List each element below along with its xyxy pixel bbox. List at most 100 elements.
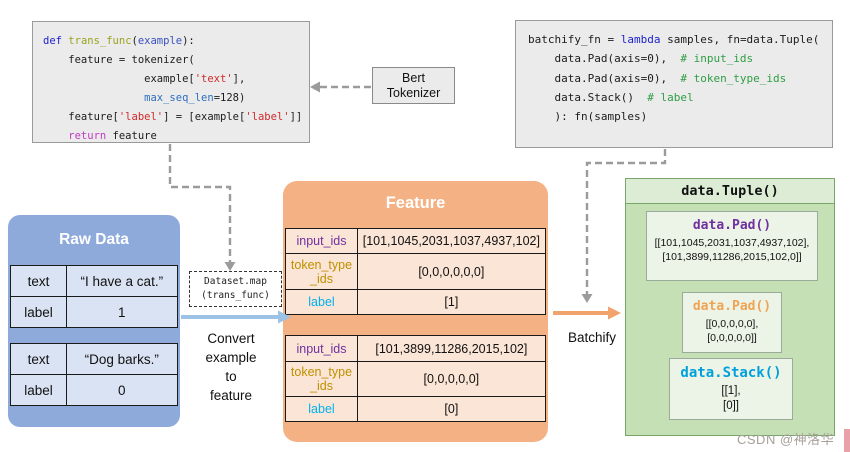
code-text: ): <box>182 35 195 47</box>
code-line: data.Pad(axis=0), # token_type_ids <box>528 69 832 88</box>
row-key-label: label <box>285 396 358 422</box>
convert-label-line: to <box>225 369 237 384</box>
value-line: [[1], <box>721 385 741 397</box>
raw-data-title: Raw Data <box>59 231 129 248</box>
table-row: label [1] <box>285 289 546 315</box>
code-line: return feature <box>43 127 309 146</box>
stack-label-title: data.Stack() <box>680 365 782 381</box>
batchify-code-block: batchify_fn = lambda samples, fn=data.Tu… <box>515 20 833 148</box>
table-row: token_type_ids [0,0,0,0,0,0] <box>285 253 546 290</box>
row-value: “I have a cat.” <box>65 265 178 297</box>
feature-table-example2: input_ids [101,3899,11286,2015,102] toke… <box>285 335 546 422</box>
code-text: =128) <box>213 92 246 104</box>
code-comment: # label <box>647 90 694 104</box>
watermark-accent-bar <box>844 429 850 452</box>
code-comment: # input_ids <box>680 52 754 66</box>
convert-label-line: example <box>205 350 257 365</box>
table-row: text “Dog barks.” <box>10 343 178 375</box>
pad-token-type-ids-box: data.Pad() [[0,0,0,0,0], [0,0,0,0,0]] <box>682 292 782 353</box>
row-value: [0] <box>356 396 546 422</box>
table-row: label 0 <box>10 374 178 406</box>
stack-label-values: [[1], [0]] <box>670 384 792 414</box>
table-row: text “I have a cat.” <box>10 265 178 297</box>
pad-input-ids-values: [[101,1045,2031,1037,4937,102], [101,389… <box>647 236 817 264</box>
row-key: label <box>10 374 67 406</box>
pad-input-ids-box: data.Pad() [[101,1045,2031,1037,4937,102… <box>646 211 818 281</box>
dataset-map-line1: Dataset.map <box>204 276 267 287</box>
row-value: [0,0,0,0,0] <box>356 361 546 397</box>
row-key-input-ids: input_ids <box>285 228 358 254</box>
key-line: token_type <box>290 365 353 379</box>
watermark: CSDN @神洛华 <box>737 432 835 447</box>
code-argument: example <box>137 35 183 47</box>
value-line: [0,0,0,0,0]] <box>707 332 757 344</box>
tuple-title: data.Tuple() <box>626 179 834 204</box>
code-text: ( <box>131 35 138 47</box>
code-text: data.Pad(axis=0), <box>528 71 681 85</box>
code-text: batchify_fn = <box>528 33 621 46</box>
row-value: [101,1045,2031,1037,4937,102] <box>356 228 546 254</box>
convert-label-line: feature <box>209 388 253 403</box>
raw-data-table-example2: text “Dog barks.” label 0 <box>10 343 178 406</box>
tuple-panel: data.Tuple() data.Pad() [[101,1045,2031,… <box>625 178 835 436</box>
feature-table-example1: input_ids [101,1045,2031,1037,4937,102] … <box>285 228 546 315</box>
row-value: [101,3899,11286,2015,102] <box>356 335 546 362</box>
batchify-label: Batchify <box>567 330 617 345</box>
code-string: 'label' <box>245 111 290 123</box>
code-text: ]] <box>289 111 303 123</box>
bert-tokenizer-box: Bert Tokenizer <box>372 67 455 104</box>
code-line: def trans_func(example): <box>43 32 309 51</box>
bert-to-code-arrow <box>310 81 371 93</box>
pad-token-type-ids-values: [[0,0,0,0,0], [0,0,0,0,0]] <box>683 317 781 345</box>
row-key: label <box>10 296 67 328</box>
code-text: samples, fn=data.Tuple( <box>660 33 820 46</box>
row-key-token-type-ids: token_type_ids <box>285 253 358 290</box>
dataset-map-box: Dataset.map (trans_func) <box>189 271 282 307</box>
code-line: data.Pad(axis=0), # input_ids <box>528 49 832 68</box>
row-value: [0,0,0,0,0,0] <box>356 253 546 290</box>
code-line: max_seq_len=128) <box>43 89 309 108</box>
code-line: ): fn(samples) <box>528 110 648 124</box>
code-text: data.Pad(axis=0), <box>528 52 681 66</box>
bert-tokenizer-label-line2: Tokenizer <box>386 86 441 100</box>
code-keyword: return <box>43 130 107 142</box>
code-parameter: max_seq_len <box>43 92 214 104</box>
code-string: 'text' <box>194 73 233 85</box>
table-row: label [0] <box>285 396 546 422</box>
table-row: label 1 <box>10 296 178 328</box>
row-value: “Dog barks.” <box>65 343 178 375</box>
table-row: input_ids [101,3899,11286,2015,102] <box>285 335 546 362</box>
code-line: feature = tokenizer( <box>43 54 195 66</box>
code-text: feature <box>106 130 157 142</box>
code-keyword: lambda <box>620 33 661 46</box>
value-line: [101,3899,11286,2015,102,0]] <box>662 251 802 263</box>
row-value: [1] <box>356 289 546 315</box>
code-string: 'label' <box>118 111 164 123</box>
code-text: ], <box>232 73 246 85</box>
table-row: token_type_ids [0,0,0,0,0] <box>285 361 546 397</box>
code-text: ] = [example[ <box>163 111 246 123</box>
code-line: feature['label'] = [example['label']] <box>43 108 309 127</box>
row-value: 0 <box>65 374 178 406</box>
code-comment: # token_type_ids <box>680 71 787 85</box>
row-key-label: label <box>285 289 358 315</box>
code-text: data.Stack() <box>528 90 648 104</box>
code-line: example['text'], <box>43 70 309 89</box>
raw-data-table-example1: text “I have a cat.” label 1 <box>10 265 178 328</box>
feature-panel: Feature input_ids [101,1045,2031,1037,49… <box>283 181 548 442</box>
convert-label: Convert example to feature <box>194 329 268 405</box>
row-key: text <box>10 343 67 375</box>
raw-to-feature-arrow <box>181 310 291 324</box>
trans-func-code-block: def trans_func(example): feature = token… <box>32 21 310 143</box>
value-line: [[101,1045,2031,1037,4937,102], <box>654 237 810 249</box>
code-text: example[ <box>43 73 195 85</box>
code-keyword: def <box>43 35 69 47</box>
row-value: 1 <box>65 296 178 328</box>
code-text: feature[ <box>43 111 119 123</box>
convert-label-line: Convert <box>207 331 255 346</box>
row-key-token-type-ids: token_type_ids <box>285 361 358 397</box>
feature-title: Feature <box>385 194 446 212</box>
pad-token-type-ids-title: data.Pad() <box>692 299 772 314</box>
row-key-input-ids: input_ids <box>285 335 358 362</box>
value-line: [[0,0,0,0,0], <box>705 318 759 330</box>
